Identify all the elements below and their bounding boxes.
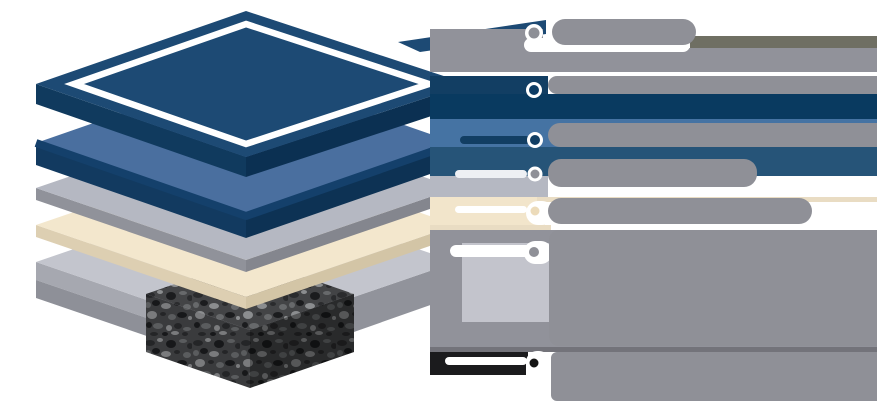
legend-label-blob-1 <box>552 19 696 45</box>
legend-label-blob-7 <box>551 352 877 401</box>
legend-label-blob-3 <box>548 123 877 147</box>
olive-band <box>690 36 877 48</box>
legend-bullet-1 <box>528 27 540 39</box>
leader-line-7 <box>445 357 527 365</box>
leader-line-6 <box>450 245 538 257</box>
light-gray-band <box>430 176 548 197</box>
leader-line-3 <box>460 136 530 144</box>
legend-label-blob-4 <box>548 159 757 187</box>
navy-band-3 <box>430 94 877 119</box>
legend-bullet-2 <box>526 82 542 98</box>
legend-bullet-6 <box>526 244 542 260</box>
legend-bullet-4 <box>527 166 543 182</box>
legend-label-blob-6 <box>549 230 877 346</box>
legend-label-blob-5 <box>548 198 812 224</box>
leader-line-4 <box>455 170 527 178</box>
dark-divider-line <box>430 347 877 352</box>
navy-top-coat-layer <box>36 11 468 177</box>
legend-bullet-5 <box>527 203 543 219</box>
leader-line-5 <box>455 206 527 213</box>
white-inset-stripe <box>64 20 440 148</box>
legend-bullet-7 <box>526 355 542 371</box>
legend-bullet-3 <box>527 132 543 148</box>
cream-line-left <box>430 225 551 230</box>
legend-label-blob-2 <box>548 76 877 94</box>
